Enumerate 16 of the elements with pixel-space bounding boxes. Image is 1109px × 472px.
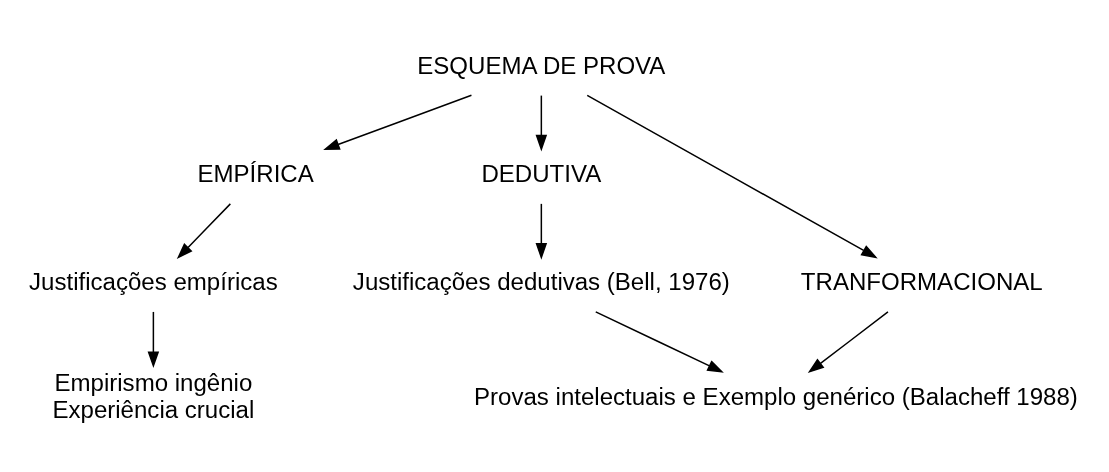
arrow [323, 94, 473, 150]
arrow [535, 94, 548, 151]
node-text: Empirismo ingênio Experiência crucial [52, 368, 255, 423]
arrow [595, 310, 724, 373]
node-text: Justificações empíricas [29, 267, 278, 295]
node-text: Provas intelectuais e Exemplo genérico (Balacheff 1988) [474, 382, 1078, 410]
node-text: TRANFORMACIONAL [800, 267, 1043, 295]
node-text: Justificações dedutivas (Bell, 1976) [352, 267, 730, 295]
arrow [535, 202, 548, 260]
arrow [586, 94, 878, 258]
arrow [176, 202, 232, 259]
node-text: DEDUTIVA [481, 159, 602, 187]
arrow [807, 310, 889, 373]
node-text: EMPÍRICA [197, 159, 314, 187]
node-text: ESQUEMA DE PROVA [417, 51, 666, 79]
arrow [147, 310, 160, 368]
